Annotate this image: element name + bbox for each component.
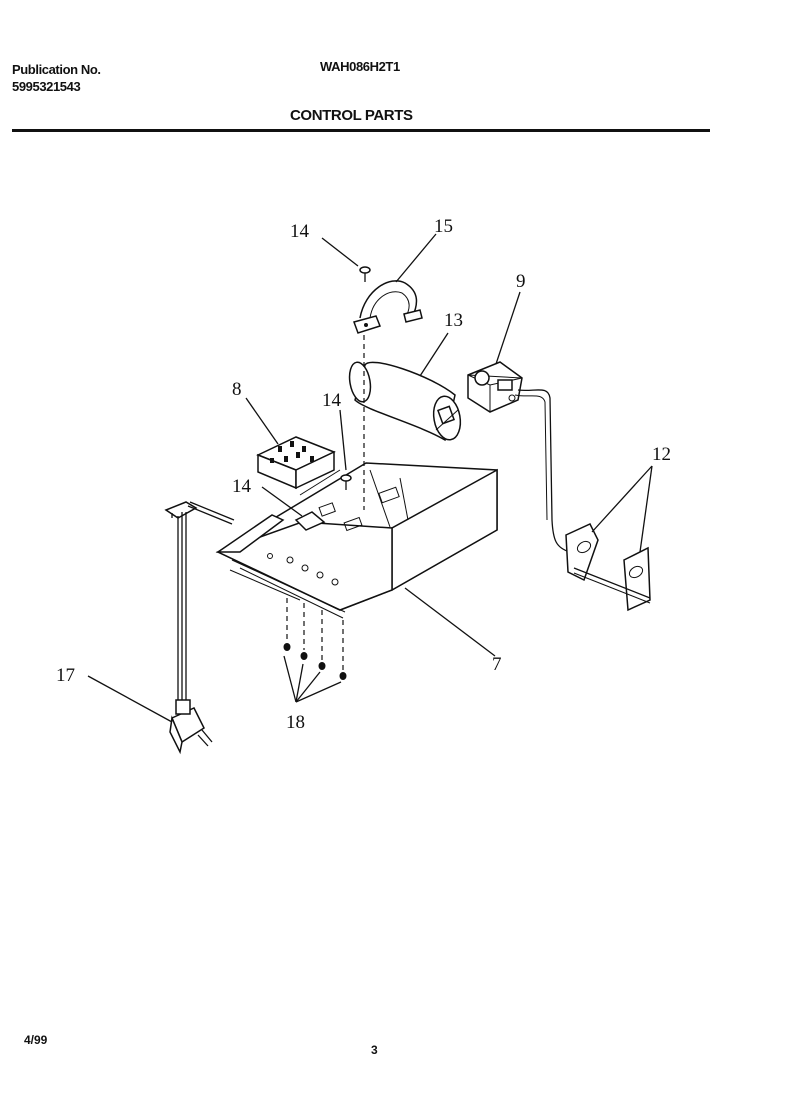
callout-15: 15: [434, 216, 453, 237]
terminal-block-part: [256, 436, 336, 490]
capacitor-part: [348, 361, 462, 442]
callout-9: 9: [516, 271, 526, 292]
callout-14-bracket: 14: [232, 476, 252, 497]
screw-mid-part: [340, 474, 352, 490]
header-rule: [12, 129, 710, 132]
page-title: CONTROL PARTS: [290, 107, 413, 124]
control-bracket-part: [215, 462, 498, 619]
callout-17: 17: [56, 665, 75, 686]
screw-top-part: [359, 266, 371, 282]
callout-8: 8: [232, 379, 242, 400]
publication-label: Publication No.: [12, 62, 101, 77]
model-number: WAH086H2T1: [320, 59, 400, 74]
callout-12: 12: [652, 444, 671, 465]
publication-number: 5995321543: [12, 79, 81, 94]
sensor-bracket-part: [565, 523, 651, 612]
callout-14-mid: 14: [322, 390, 342, 411]
capacitor-strap-part: [353, 280, 423, 334]
callout-13: 13: [444, 310, 463, 331]
callout-7: 7: [492, 654, 502, 675]
leader-lines: [87, 233, 653, 723]
callout-18: 18: [286, 712, 305, 733]
footer-page-number: 3: [371, 1043, 378, 1057]
bottom-screws-part: [283, 598, 347, 680]
switch-part: [467, 361, 523, 413]
footer-date: 4/99: [24, 1033, 48, 1047]
callout-14-top: 14: [290, 221, 310, 242]
power-cord-part: [164, 501, 235, 755]
